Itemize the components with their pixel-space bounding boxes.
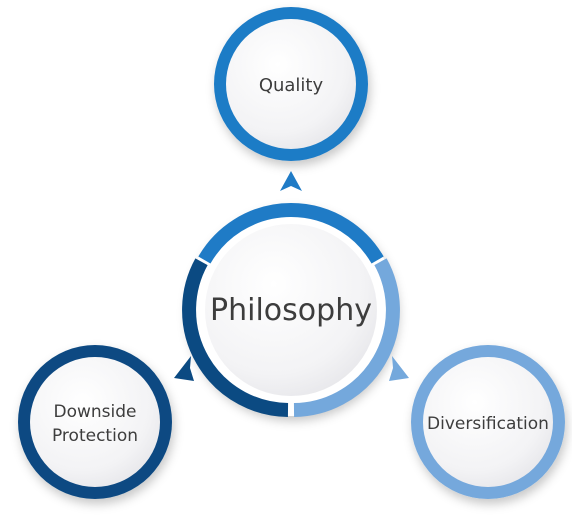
quality-disc — [226, 19, 356, 149]
center-ring-segment-top — [198, 203, 384, 264]
diversification-label: Diversification — [427, 414, 549, 434]
diversification-disc — [423, 357, 553, 487]
quality-label: Quality — [259, 75, 324, 96]
downside-protection-node: Downside Protection — [18, 345, 172, 499]
downside-protection-label: Downside — [54, 402, 137, 422]
downside-protection-label-line2: Protection — [52, 426, 138, 446]
downside-protection-disc — [30, 357, 160, 487]
center-ring-segment-left — [182, 258, 289, 417]
arrow-up-icon — [280, 171, 302, 191]
arrow-down-left-icon — [174, 356, 194, 381]
arrow-down-right-icon — [389, 356, 409, 381]
center-disc — [205, 224, 377, 396]
philosophy-center: Philosophy — [182, 203, 400, 417]
center-ring-segment-right — [293, 258, 400, 417]
quality-node: Quality — [214, 7, 368, 161]
center-label: Philosophy — [210, 293, 372, 328]
diversification-node: Diversification — [411, 345, 565, 499]
